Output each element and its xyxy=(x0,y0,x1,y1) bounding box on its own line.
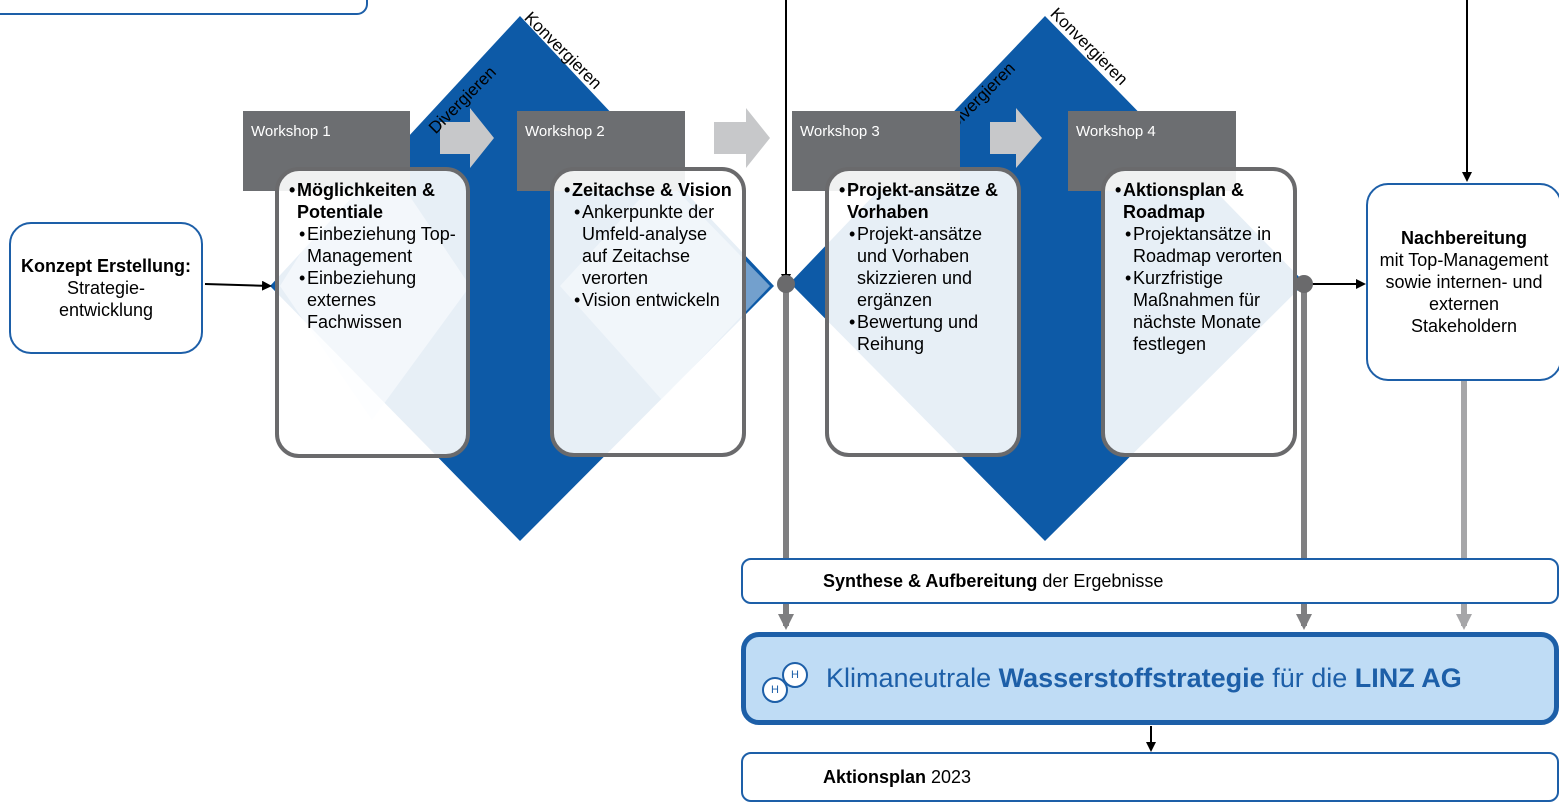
workshop-4-heading: Aktionsplan & Roadmap xyxy=(1123,180,1245,222)
nachbereitung-text: mit Top-Management sowie internen- und e… xyxy=(1379,250,1549,336)
synthese-bar: Synthese & Aufbereitung der Ergebnisse xyxy=(741,558,1559,604)
hydrogen-icon: H xyxy=(782,662,808,688)
workshop-3-heading: Projekt-ansätze & Vorhaben xyxy=(847,180,999,222)
list-item: •Einbeziehung externes Fachwissen xyxy=(299,268,417,332)
list-item: •Ankerpunkte der Umfeld-analyse auf Zeit… xyxy=(574,202,715,288)
arrow-ws3-ws4 xyxy=(990,108,1042,168)
list-item: •Projektansätze in Roadmap verorten xyxy=(1125,224,1283,266)
konzept-text: Strategie-entwicklung xyxy=(58,278,154,320)
aktionsplan-bold: Aktionsplan xyxy=(823,766,927,787)
strategy-pre: Klimaneutrale xyxy=(826,663,999,693)
workshop-1-heading: Möglichkeiten & Potentiale xyxy=(297,180,436,222)
konzept-title: Konzept Erstellung: xyxy=(21,256,191,276)
list-item: •Kurzfristige Maßnahmen für nächste Mona… xyxy=(1125,268,1262,354)
konzept-box: Konzept Erstellung: Strategie-entwicklun… xyxy=(9,222,203,354)
workshop-1-card: •Möglichkeiten & Potentiale •Einbeziehun… xyxy=(275,167,470,458)
synthese-rest: der Ergebnisse xyxy=(1037,570,1164,591)
synthese-bold: Synthese & Aufbereitung xyxy=(823,570,1038,591)
list-item: •Bewertung und Reihung xyxy=(849,312,979,354)
top-note-box xyxy=(0,0,368,15)
list-item: •Vision entwickeln xyxy=(574,290,720,310)
list-item: •Einbeziehung Top-Management xyxy=(299,224,456,266)
workshop-2-heading: Zeitachse & Vision xyxy=(572,180,732,200)
workshop-3-card: •Projekt-ansätze & Vorhaben •Projekt-ans… xyxy=(825,167,1021,457)
strategy-bold-2: LINZ AG xyxy=(1354,663,1462,693)
aktionsplan-bar: Aktionsplan 2023 xyxy=(741,752,1559,802)
arrow-ws1-ws2 xyxy=(440,108,494,168)
strategy-bar: H H Klimaneutrale Wasserstoffstrategie f… xyxy=(741,632,1559,725)
nachbereitung-title: Nachbereitung xyxy=(1400,228,1528,248)
list-item: •Projekt-ansätze und Vorhaben skizzieren… xyxy=(849,224,983,310)
workshop-2-card: •Zeitachse & Vision •Ankerpunkte der Umf… xyxy=(550,167,746,457)
strategy-bold-1: Wasserstoffstrategie xyxy=(998,663,1265,693)
aktionsplan-rest: 2023 xyxy=(926,766,972,787)
arrow-ws2-ws3 xyxy=(714,108,770,168)
strategy-mid: für die xyxy=(1264,663,1355,693)
workshop-4-card: •Aktionsplan & Roadmap •Projektansätze i… xyxy=(1101,167,1297,457)
nachbereitung-box: Nachbereitung mit Top-Management sowie i… xyxy=(1366,183,1559,381)
